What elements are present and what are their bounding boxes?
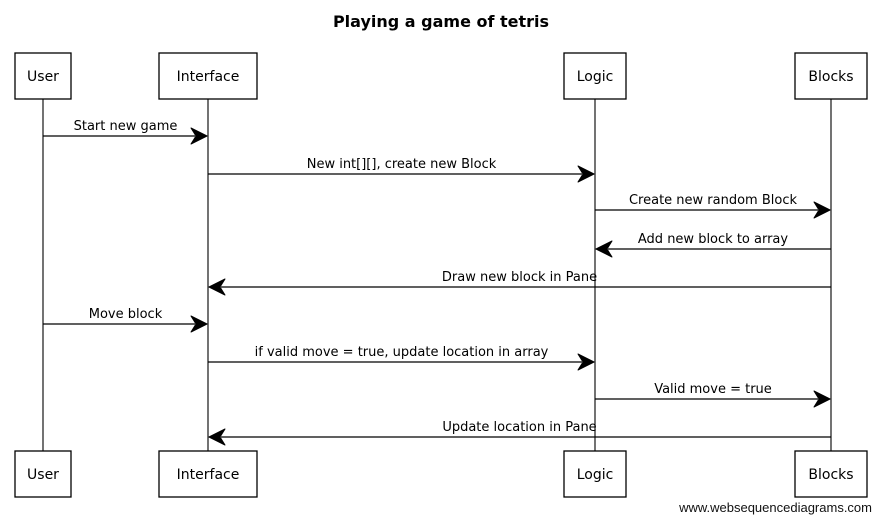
- participant-box: [14, 52, 72, 100]
- participant-blocks-top: Blocks: [794, 52, 868, 100]
- message-label: if valid move = true, update location in…: [255, 345, 549, 360]
- participant-logic-bottom: Logic: [563, 450, 627, 498]
- participant-label: Logic: [577, 69, 614, 85]
- message-label: Create new random Block: [629, 193, 798, 208]
- message-label: Valid move = true: [654, 382, 772, 397]
- message-label: New int[][], create new Block: [307, 157, 497, 172]
- participant-box: [14, 450, 72, 498]
- participant-label: User: [27, 467, 59, 483]
- participants-bottom: User Interface Logic Blocks: [14, 450, 868, 498]
- message-label: Update location in Pane: [442, 420, 596, 435]
- participant-label: Logic: [577, 467, 614, 483]
- participant-interface-bottom: Interface: [158, 450, 258, 498]
- participant-box: [794, 450, 868, 498]
- diagram-title: Playing a game of tetris: [333, 12, 549, 31]
- arrowhead: [813, 390, 831, 408]
- message-label: Start new game: [74, 119, 178, 134]
- participant-label: Interface: [177, 467, 240, 483]
- participant-label: Interface: [177, 69, 240, 85]
- participant-box: [158, 52, 258, 100]
- arrowhead: [190, 315, 208, 333]
- arrowhead: [208, 428, 226, 446]
- participant-box: [563, 450, 627, 498]
- message-label: Move block: [89, 307, 163, 322]
- lifelines: [42, 99, 832, 451]
- arrowhead: [208, 278, 226, 296]
- message-5: Draw new block in Pane: [208, 270, 831, 296]
- arrowhead: [577, 165, 595, 183]
- participant-logic-top: Logic: [563, 52, 627, 100]
- message-label: Draw new block in Pane: [442, 270, 597, 285]
- message-6: Move block: [43, 307, 208, 333]
- message-1: Start new game: [43, 119, 208, 145]
- message-8: Valid move = true: [595, 382, 831, 408]
- participant-label: User: [27, 69, 59, 85]
- participant-box: [794, 52, 868, 100]
- message-3: Create new random Block: [595, 193, 831, 219]
- message-4: Add new block to array: [595, 232, 831, 258]
- arrowhead: [595, 240, 613, 258]
- message-2: New int[][], create new Block: [208, 157, 595, 183]
- arrowhead: [190, 127, 208, 145]
- footer-watermark: www.websequencediagrams.com: [678, 500, 872, 515]
- arrowhead: [813, 201, 831, 219]
- participant-label: Blocks: [808, 467, 853, 483]
- participant-user-bottom: User: [14, 450, 72, 498]
- participant-box: [563, 52, 627, 100]
- participant-blocks-bottom: Blocks: [794, 450, 868, 498]
- message-label: Add new block to array: [638, 232, 789, 247]
- participant-box: [158, 450, 258, 498]
- participants-top: User Interface Logic Blocks: [14, 52, 868, 100]
- participant-interface-top: Interface: [158, 52, 258, 100]
- participant-user-top: User: [14, 52, 72, 100]
- message-7: if valid move = true, update location in…: [208, 345, 595, 371]
- participant-label: Blocks: [808, 69, 853, 85]
- arrowhead: [577, 353, 595, 371]
- message-9: Update location in Pane: [208, 420, 831, 446]
